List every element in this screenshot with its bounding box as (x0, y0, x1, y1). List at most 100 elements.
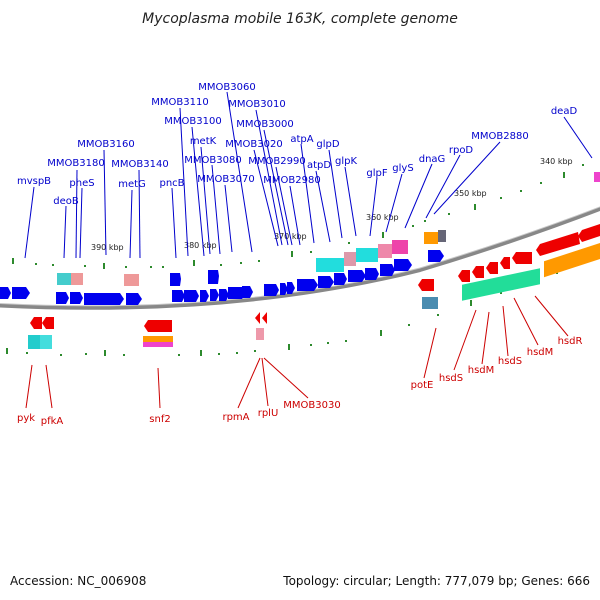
forward-gene (280, 283, 288, 295)
gene-label: glpK (335, 156, 357, 167)
gene-label: MMOB3140 (111, 159, 168, 170)
gene-label: rplU (258, 408, 279, 419)
reverse-gene-labels: pyk pfkA snf2 rpmA rplU MMOB3030 potE hs… (17, 336, 583, 427)
forward-gene (12, 287, 30, 299)
gene-label: glyS (392, 163, 413, 174)
gene-label: hsdM (527, 347, 554, 358)
forward-gene (242, 286, 253, 298)
reverse-gene (536, 232, 580, 256)
forward-genes (0, 250, 444, 305)
gene-label: MMOB3010 (228, 99, 285, 110)
gene-label: rpoD (449, 145, 474, 156)
gene-label: MMOB3110 (151, 97, 208, 108)
gene-label: pfkA (41, 416, 64, 427)
kbp-marker: 360 kbp (366, 213, 399, 222)
forward-gene (228, 287, 246, 299)
gene-label: MMOB3160 (77, 139, 134, 150)
reverse-gene (458, 270, 470, 282)
forward-gene (84, 293, 124, 305)
gene-label: mvspB (17, 176, 51, 187)
gene-label: potE (411, 380, 434, 391)
gene-label: metK (190, 136, 217, 147)
forward-gene (264, 284, 279, 296)
genome-backbone (0, 206, 600, 310)
gene-label: glpD (316, 139, 339, 150)
gene-label: MMOB2980 (263, 175, 320, 186)
forward-gene (210, 289, 219, 301)
reverse-gene (418, 279, 434, 291)
gene-label: hsdR (558, 336, 583, 347)
reverse-genes (30, 224, 600, 332)
reverse-gene (30, 317, 42, 329)
gene-label: rpmA (222, 412, 249, 423)
forward-gene (394, 259, 412, 271)
gene-label: deoB (53, 196, 79, 207)
gene-label: snf2 (149, 414, 170, 425)
gene-label: MMOB3000 (236, 119, 293, 130)
kbp-marker: 390 kbp (91, 243, 124, 252)
forward-gene (380, 264, 395, 276)
gene-label: MMOB2990 (248, 156, 305, 167)
gene-label: hsdM (468, 365, 495, 376)
forward-gene (200, 290, 209, 302)
kbp-marker: 350 kbp (454, 189, 487, 198)
reverse-feature-blocks (28, 172, 600, 349)
forward-gene (287, 282, 295, 294)
gene-label: MMOB3030 (283, 400, 340, 411)
forward-gene (428, 250, 444, 262)
gene-label: MMOB2880 (471, 131, 528, 142)
gene-label: hsdS (498, 356, 522, 367)
gene-label: hsdS (439, 373, 463, 384)
forward-leader-lines (24, 91, 593, 259)
gene-label: pncB (159, 178, 184, 189)
topology-text: Topology: circular; Length: 777,079 bp; … (283, 574, 590, 588)
forward-gene (70, 292, 83, 304)
forward-gene (170, 273, 181, 286)
reverse-gene (472, 266, 484, 278)
reverse-gene (512, 252, 532, 264)
forward-gene (219, 289, 229, 301)
outer-tick-marks (12, 164, 584, 269)
gene-label: metG (118, 179, 146, 190)
gene-label: glpF (366, 168, 387, 179)
forward-gene (0, 287, 11, 299)
forward-gene (184, 290, 199, 302)
forward-gene (297, 279, 318, 291)
reverse-gene (255, 312, 260, 324)
reverse-leader-lines (25, 295, 569, 409)
reverse-gene (262, 312, 267, 324)
kbp-marker: 340 kbp (540, 157, 573, 166)
map-title: Mycoplasma mobile 163K, complete genome (142, 11, 458, 27)
forward-gene (348, 270, 366, 282)
gene-label: MMOB3060 (198, 82, 255, 93)
gene-label: atpD (307, 160, 331, 171)
gene-label: pheS (69, 178, 94, 189)
reverse-gene (486, 262, 498, 274)
gene-label: MMOB3180 (47, 158, 104, 169)
genome-backbone-highlight (0, 206, 600, 307)
kbp-marker: 380 kbp (184, 241, 217, 250)
gene-label: MMOB3080 (184, 155, 241, 166)
gene-label: MMOB3020 (225, 139, 282, 150)
forward-gene (208, 270, 219, 284)
reverse-gene (144, 320, 172, 332)
forward-gene (56, 292, 69, 304)
forward-gene (318, 276, 334, 288)
accession-text: Accession: NC_006908 (10, 574, 147, 588)
forward-gene (334, 273, 347, 285)
gene-label: dnaG (419, 154, 446, 165)
reverse-gene (500, 257, 510, 269)
gene-label: MMOB3070 (197, 174, 254, 185)
gene-label: pyk (17, 413, 35, 424)
reverse-gene (578, 224, 600, 242)
forward-gene (126, 293, 142, 305)
forward-feature-blocks (57, 230, 446, 286)
forward-gene (365, 268, 379, 280)
reverse-gene (42, 317, 54, 329)
gene-label: MMOB3100 (164, 116, 221, 127)
gene-label: deaD (551, 106, 578, 117)
forward-gene (172, 290, 185, 302)
forward-gene-labels: mvspB deoB MMOB3180 pheS MMOB3160 metG M… (17, 82, 578, 207)
gene-label: atpA (290, 134, 313, 145)
